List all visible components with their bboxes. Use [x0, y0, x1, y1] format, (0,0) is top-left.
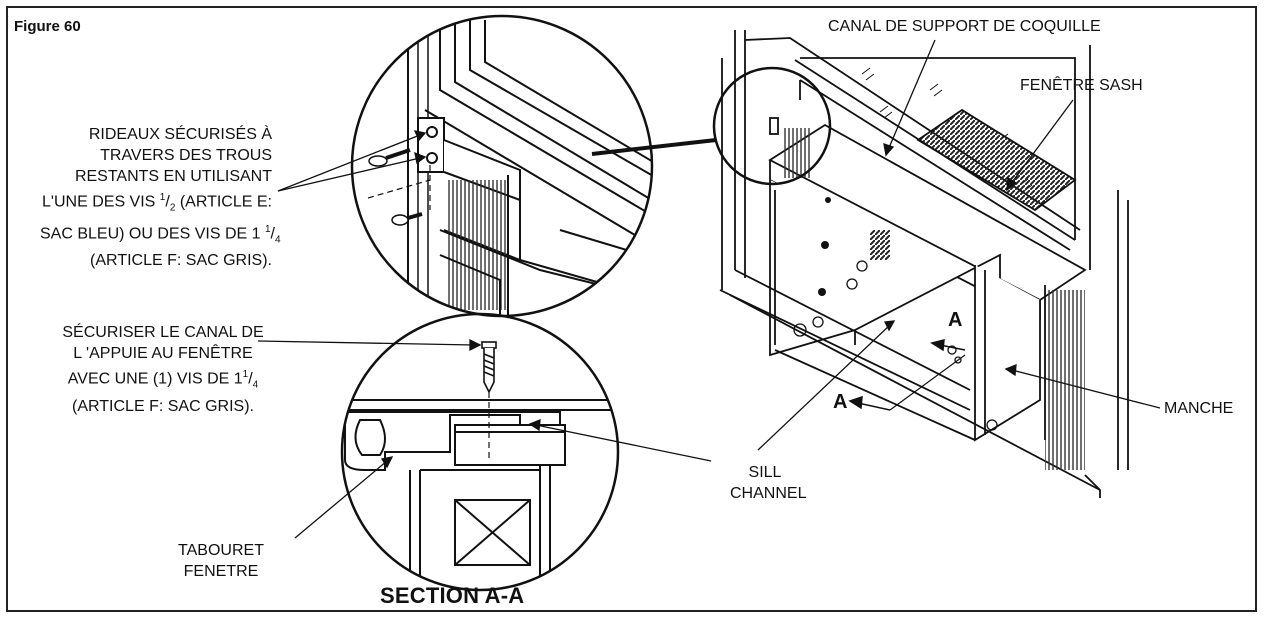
main-unit-drawing: [712, 30, 1129, 498]
section-title: SECTION A-A: [380, 583, 525, 608]
figure-label: Figure 60: [14, 18, 81, 35]
securiser-line-3: AVEC UNE (1) VIS DE 11/4: [67, 369, 259, 391]
rideaux-line-3: RESTANTS EN UTILISANT: [74, 168, 272, 185]
rideaux-line-1: RIDEAUX SÉCURISÉS À: [88, 126, 272, 143]
securiser-line-1: SÉCURISER LE CANAL DE: [62, 324, 264, 341]
section-marker-a-upper: A: [948, 309, 963, 331]
label-canal-support: CANAL DE SUPPORT DE COQUILLE: [828, 18, 1101, 35]
rideaux-line-4: L'UNE DES VIS 1/2 (ARTICLE E:: [42, 192, 272, 214]
securiser-line-4: (ARTICLE F: SAC GRIS).: [72, 397, 254, 415]
tabouret-line-1: TABOURET: [178, 542, 264, 559]
label-securiser: SÉCURISER LE CANAL DE L 'APPUIE AU FENÊT…: [52, 322, 274, 417]
label-sill-channel: SILL CHANNEL: [730, 462, 807, 504]
label-manche: MANCHE: [1164, 400, 1234, 417]
label-rideaux: RIDEAUX SÉCURISÉS À TRAVERS DES TROUS RE…: [40, 124, 281, 271]
section-a-markers: [848, 339, 966, 411]
leader-lines: [257, 39, 1161, 539]
sill-line-1: SILL: [748, 464, 782, 481]
rideaux-line-2: TRAVERS DES TROUS: [100, 147, 272, 164]
securiser-line-2: L 'APPUIE AU FENÊTRE: [73, 345, 253, 362]
detail-circle-top: [350, 14, 654, 318]
figure-frame: [6, 6, 1257, 612]
section-marker-a-lower: A: [833, 391, 848, 413]
sill-line-2: CHANNEL: [730, 485, 807, 502]
rideaux-line-5: SAC BLEU) OU DES VIS DE 1 1/4: [40, 223, 281, 246]
label-fenetre-sash: FENÊTRE SASH: [1020, 77, 1143, 94]
rideaux-line-6: (ARTICLE F: SAC GRIS).: [90, 252, 272, 270]
section-circle-bottom: [340, 312, 620, 592]
connector-line: [591, 138, 717, 156]
label-tabouret: TABOURET FENETRE: [166, 540, 276, 582]
tabouret-line-2: FENETRE: [183, 563, 259, 580]
